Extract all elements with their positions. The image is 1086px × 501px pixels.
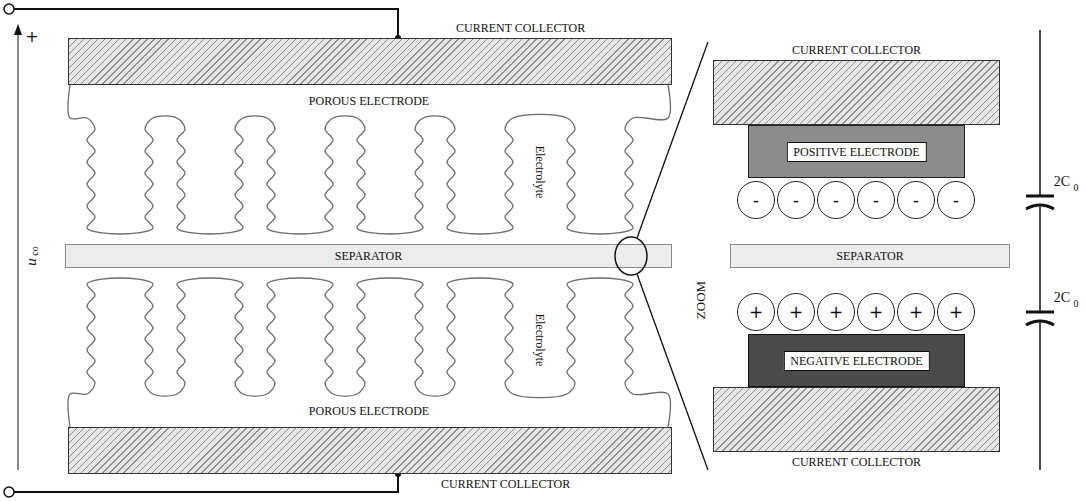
capacitor-wire bbox=[1039, 205, 1041, 312]
electrolyte-label: Electrolyte bbox=[534, 146, 546, 199]
anion: - bbox=[937, 181, 975, 219]
cation: + bbox=[817, 293, 855, 331]
current-collector: CURRENT COLLECTOR bbox=[713, 387, 1000, 452]
anion: - bbox=[737, 181, 775, 219]
wire bbox=[14, 474, 398, 492]
node-label: CURRENT COLLECTOR bbox=[441, 477, 570, 491]
arrow-head bbox=[14, 24, 22, 35]
current-collector: CURRENT COLLECTOR bbox=[713, 60, 1000, 125]
ion-sign: - bbox=[753, 191, 759, 209]
node-label: CURRENT COLLECTOR bbox=[792, 43, 921, 57]
voltage-subscript: co bbox=[30, 246, 40, 255]
ion-sign: + bbox=[869, 303, 883, 321]
node-label: POROUS ELECTRODE bbox=[309, 94, 429, 108]
capacitor-wire bbox=[1039, 321, 1041, 470]
wire bbox=[14, 9, 398, 38]
capacitance-label: 2C bbox=[1054, 175, 1070, 189]
porous-boundary bbox=[68, 85, 671, 234]
terminal bbox=[4, 487, 14, 497]
zoom-ring bbox=[615, 237, 647, 275]
cation: + bbox=[737, 293, 775, 331]
polarity-sign: + bbox=[25, 29, 38, 45]
capacitor-wire bbox=[1039, 30, 1041, 196]
ion-sign: - bbox=[913, 191, 919, 209]
capacitance-subscript: 0 bbox=[1074, 299, 1079, 309]
node-label: CURRENT COLLECTOR bbox=[456, 21, 585, 35]
ion-sign: - bbox=[793, 191, 799, 209]
capacitance-subscript: 0 bbox=[1074, 183, 1079, 193]
node-label: NEGATIVE ELECTRODE bbox=[783, 351, 929, 371]
separator: SEPARATOR bbox=[65, 244, 672, 268]
negative-electrode: NEGATIVE ELECTRODE bbox=[748, 334, 965, 387]
anion: - bbox=[777, 181, 815, 219]
ion-sign: - bbox=[953, 191, 959, 209]
ion-sign: - bbox=[833, 191, 839, 209]
terminal bbox=[4, 4, 14, 14]
cation: + bbox=[937, 293, 975, 331]
positive-electrode: POSITIVE ELECTRODE bbox=[748, 125, 965, 178]
capacitor-plate bbox=[1026, 311, 1054, 314]
cation: + bbox=[857, 293, 895, 331]
node-label: SEPARATOR bbox=[335, 249, 402, 263]
node-label: SEPARATOR bbox=[836, 249, 903, 263]
anion: - bbox=[897, 181, 935, 219]
capacitor-plate bbox=[1026, 195, 1054, 198]
electrolyte-label: Electrolyte bbox=[534, 314, 546, 367]
porous-boundary bbox=[68, 278, 671, 427]
ion-sign: + bbox=[749, 303, 763, 321]
ion-sign: + bbox=[829, 303, 843, 321]
separator: SEPARATOR bbox=[730, 244, 1010, 268]
porous-electrode: POROUS ELECTRODE bbox=[70, 85, 668, 230]
voltage-symbol: u bbox=[24, 258, 39, 266]
zoom-label: ZOOM bbox=[694, 281, 707, 319]
porous-electrode: POROUS ELECTRODE bbox=[70, 282, 668, 427]
cation: + bbox=[897, 293, 935, 331]
ion-sign: + bbox=[789, 303, 803, 321]
anion: - bbox=[857, 181, 895, 219]
ion-sign: + bbox=[949, 303, 963, 321]
voltage-arrow bbox=[18, 34, 19, 470]
ion-sign: - bbox=[873, 191, 879, 209]
node-label: CURRENT COLLECTOR bbox=[792, 455, 921, 469]
capacitance-label: 2C bbox=[1054, 291, 1070, 305]
cation: + bbox=[777, 293, 815, 331]
anion: - bbox=[817, 181, 855, 219]
current-collector: CURRENT COLLECTOR bbox=[68, 38, 672, 85]
node-label: POROUS ELECTRODE bbox=[309, 404, 429, 418]
current-collector: CURRENT COLLECTOR bbox=[68, 427, 672, 474]
ion-sign: + bbox=[909, 303, 923, 321]
node-label: POSITIVE ELECTRODE bbox=[786, 142, 926, 162]
